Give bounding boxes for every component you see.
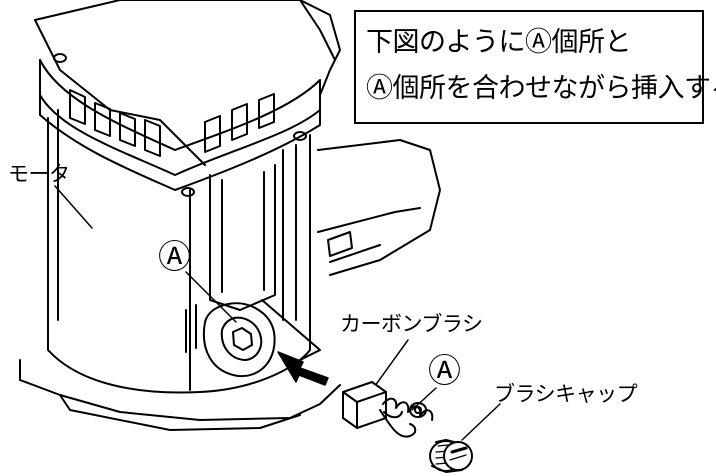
- leader-line-motor: [54, 185, 93, 229]
- callout-line-1: 下図のようにⒶ個所と: [366, 27, 632, 58]
- leader-line-carbon-brush: [371, 339, 409, 391]
- carbon-brush-part: [342, 381, 434, 438]
- leader-line-brush-cap: [461, 403, 501, 441]
- marker-a-motor: Ⓐ: [158, 237, 191, 276]
- instruction-callout: 下図のようにⒶ個所と Ⓐ個所を合わせながら挿入する: [354, 10, 716, 124]
- brush-cap-part: [429, 439, 473, 473]
- label-brush-cap: ブラシキャップ: [494, 382, 638, 406]
- brush-holder: [185, 299, 321, 378]
- motor-top-cap: [39, 59, 321, 191]
- marker-a-brush: Ⓐ: [428, 351, 461, 390]
- label-carbon-brush: カーボンブラシ: [340, 312, 483, 336]
- insert-arrow-icon: [277, 351, 329, 386]
- leader-line-motor-a: [185, 271, 237, 323]
- callout-line-2: Ⓐ個所を合わせながら挿入する: [366, 73, 716, 104]
- label-motor: モータ: [8, 162, 70, 186]
